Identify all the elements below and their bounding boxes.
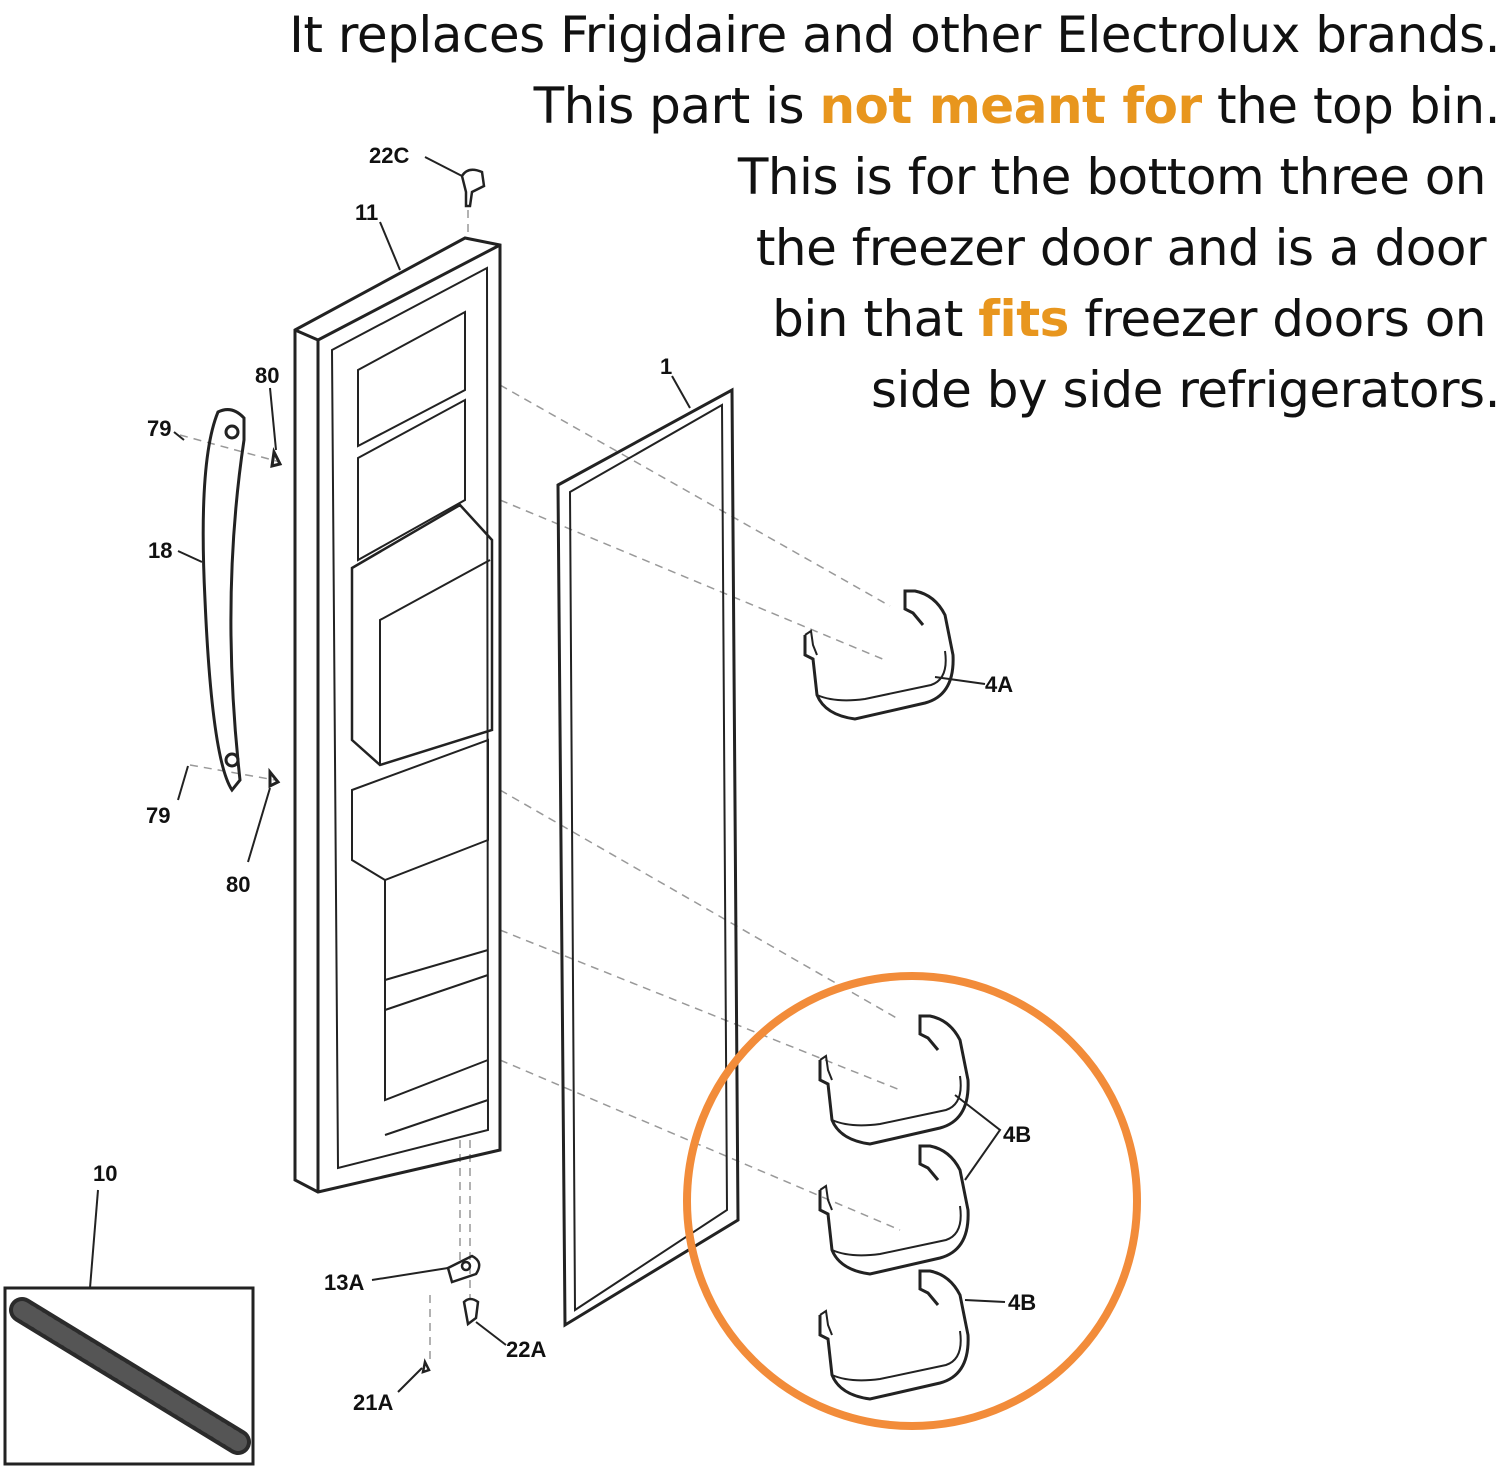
callout-21a: 21A — [353, 1390, 393, 1415]
door-bin-4b-lower — [818, 1269, 970, 1401]
callout-11: 11 — [355, 200, 378, 225]
headline-line-5: bin that fits freezer doors on — [200, 284, 1500, 355]
top-hinge-cap — [460, 168, 486, 208]
callout-80-top: 80 — [255, 363, 279, 388]
rod-part — [9, 1297, 251, 1455]
callout-10: 10 — [93, 1161, 117, 1186]
door-handle — [201, 408, 283, 793]
headline-line-5-before: bin that — [772, 290, 979, 348]
headline-line-6: side by side refrigerators. — [870, 361, 1500, 419]
hinge-hardware — [421, 1254, 481, 1374]
freezer-door-liner — [293, 236, 502, 1194]
headline-line-5-after: freezer doors on — [1068, 290, 1486, 348]
callout-1: 1 — [660, 354, 672, 379]
highlight-circle — [683, 972, 1141, 1430]
headline-highlight-not-meant-for: not meant for — [819, 77, 1202, 135]
door-bin-4b-upper — [818, 1014, 970, 1146]
callout-18: 18 — [148, 538, 172, 563]
callout-4b-bottom: 4B — [1008, 1290, 1036, 1315]
headline-line-2-before: This part is — [533, 77, 820, 135]
callout-4b-top: 4B — [1003, 1122, 1031, 1147]
headline-text: It replaces Frigidaire and other Electro… — [200, 0, 1500, 426]
callout-13a: 13A — [324, 1270, 364, 1295]
door-gasket — [556, 387, 740, 1328]
inset-box — [3, 1286, 255, 1466]
callout-80-bottom: 80 — [226, 872, 250, 897]
headline-highlight-fits: fits — [978, 290, 1069, 348]
callout-79-bottom: 79 — [146, 803, 170, 828]
callout-22c: 22C — [369, 143, 409, 168]
headline-line-3: This is for the bottom three on — [737, 148, 1487, 206]
assembly-guide-lines — [179, 210, 901, 1360]
door-bin-4a — [803, 589, 955, 721]
callout-79-top: 79 — [147, 416, 171, 441]
leader-lines — [89, 156, 1006, 1393]
headline-line-2-after: the top bin. — [1201, 77, 1500, 135]
headline-line-1: It replaces Frigidaire and other Electro… — [289, 6, 1500, 64]
headline-line-2: This part is not meant for the top bin. — [200, 71, 1500, 142]
callout-4a: 4A — [985, 672, 1013, 697]
door-bin-4b-middle — [818, 1144, 970, 1276]
headline-line-4: the freezer door and is a door — [755, 219, 1487, 277]
callout-22a: 22A — [506, 1337, 546, 1362]
